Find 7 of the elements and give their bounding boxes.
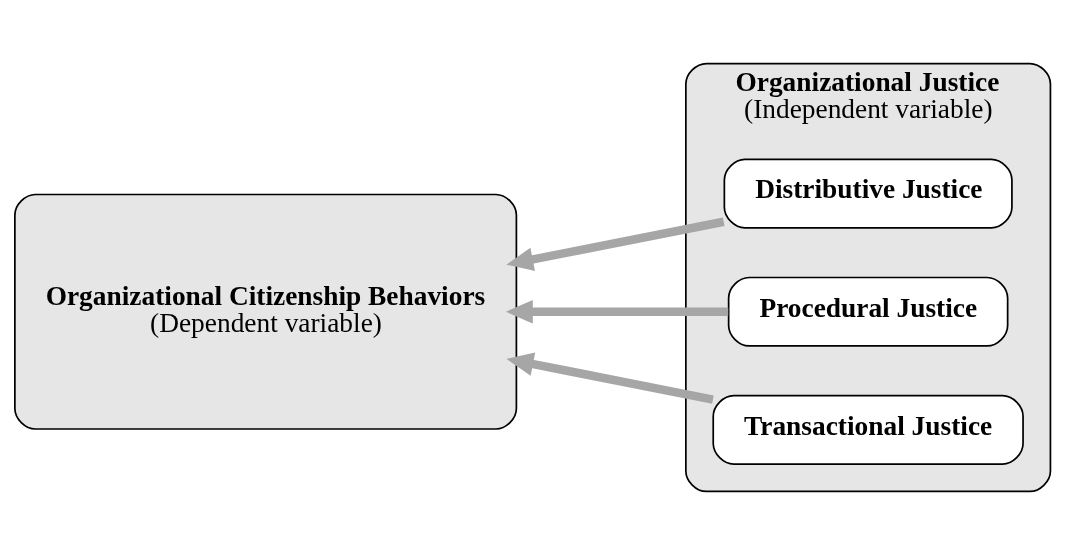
arrow: [506, 352, 714, 404]
arrow: [505, 299, 729, 324]
node-box: Transactional Justice: [712, 394, 1024, 465]
node-box: Distributive Justice: [723, 158, 1013, 229]
arrow: [506, 217, 725, 271]
node-box: Procedural Justice: [727, 276, 1009, 347]
node-box: Organizational Citizenship Behaviors (Dependent variable): [14, 193, 518, 430]
